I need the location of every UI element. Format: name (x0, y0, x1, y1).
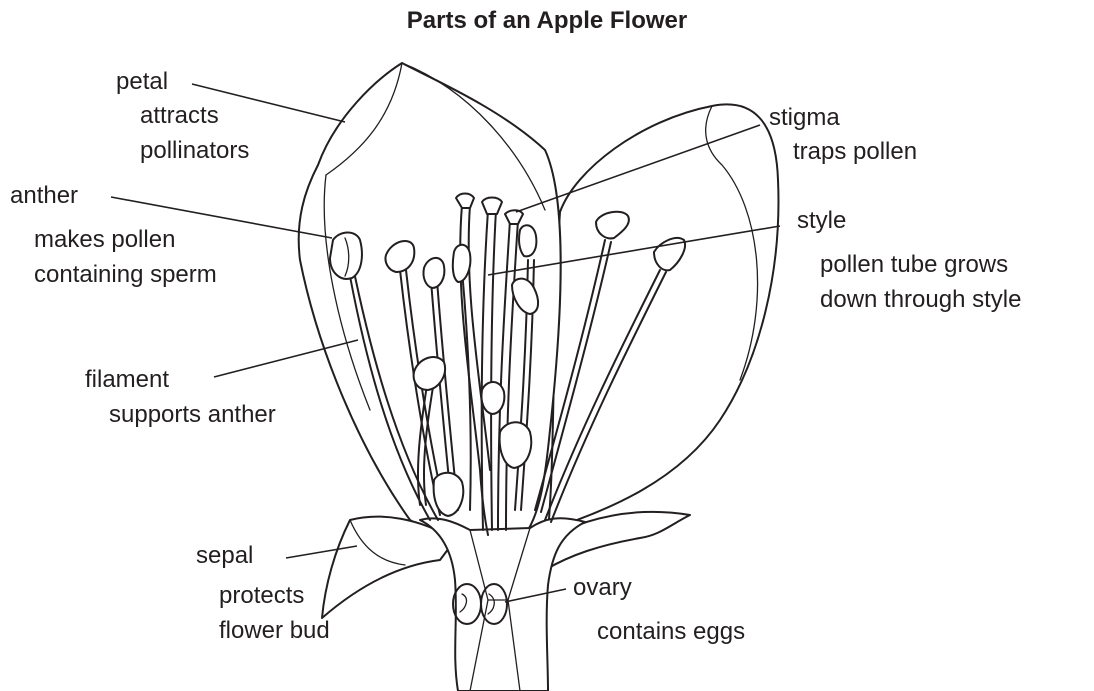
style-desc-line-2: down through style (820, 285, 1021, 314)
sepal-desc-line-1: protects (219, 581, 304, 610)
ovary-desc-line-1: contains eggs (597, 617, 745, 646)
petal-label: petal (116, 67, 168, 96)
style-label: style (797, 206, 846, 235)
petal-desc-line-1: attracts (140, 101, 219, 130)
sepal-desc-line-2: flower bud (219, 616, 330, 645)
anther-label: anther (10, 181, 78, 210)
filament-desc-line-1: supports anther (109, 400, 276, 429)
sepal-label: sepal (196, 541, 253, 570)
stigma-label: stigma (769, 103, 840, 132)
filament-label: filament (85, 365, 169, 394)
receptacle (420, 518, 585, 691)
petal-desc-line-2: pollinators (140, 136, 249, 165)
ovary-label: ovary (573, 573, 632, 602)
stigma-desc-line-1: traps pollen (793, 137, 917, 166)
anther-desc-line-1: makes pollen (34, 225, 175, 254)
style-desc-line-1: pollen tube grows (820, 250, 1008, 279)
right-petal (548, 104, 778, 530)
anther-desc-line-2: containing sperm (34, 260, 217, 289)
